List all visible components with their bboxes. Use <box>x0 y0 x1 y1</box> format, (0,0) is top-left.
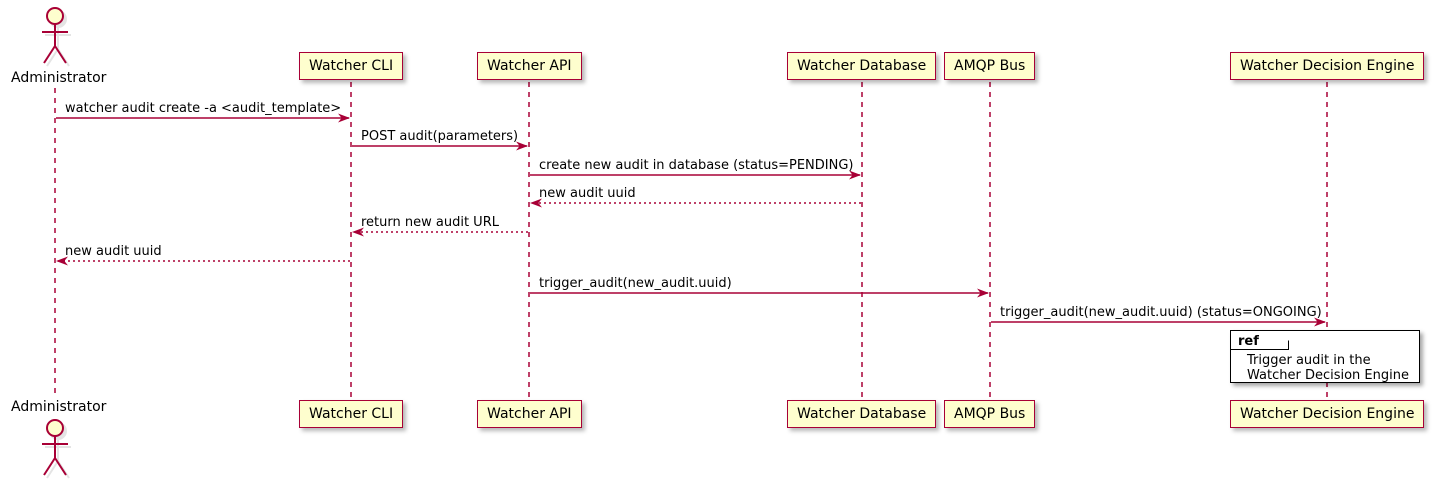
message-label-4: new audit uuid <box>539 186 636 201</box>
participant-box-amqp-bus-top[interactable]: AMQP Bus <box>944 52 1036 80</box>
actor-figure-administrator-top <box>42 7 71 67</box>
ref-body-line-1: Trigger audit in the <box>1247 353 1371 368</box>
participant-box-watcher-database-top[interactable]: Watcher Database <box>787 52 937 80</box>
actor-label-administrator-top: Administrator <box>11 70 107 86</box>
actor-label-administrator-bottom: Administrator <box>11 399 107 415</box>
ref-body-line-2: Watcher Decision Engine <box>1247 368 1409 383</box>
participant-box-watcher-api-top[interactable]: Watcher API <box>477 52 582 80</box>
participant-box-amqp-bus-bottom[interactable]: AMQP Bus <box>944 400 1036 428</box>
message-label-6: new audit uuid <box>65 244 162 259</box>
message-label-7: trigger_audit(new_audit.uuid) <box>539 276 732 291</box>
participant-box-watcher-decision-engine-top[interactable]: Watcher Decision Engine <box>1230 52 1425 80</box>
participant-box-watcher-cli-top[interactable]: Watcher CLI <box>299 52 404 80</box>
actor-figure-administrator-bottom <box>42 419 71 479</box>
message-label-2: POST audit(parameters) <box>361 129 519 144</box>
ref-tab-shape <box>1231 331 1289 350</box>
participant-box-watcher-api-bottom[interactable]: Watcher API <box>477 400 582 428</box>
message-label-1: watcher audit create -a <audit_template> <box>65 101 342 116</box>
message-label-5: return new audit URL <box>361 215 499 230</box>
participant-box-watcher-cli-bottom[interactable]: Watcher CLI <box>299 400 404 428</box>
ref-tab-label: ref <box>1238 334 1259 349</box>
participant-box-watcher-database-bottom[interactable]: Watcher Database <box>787 400 937 428</box>
message-label-8: trigger_audit(new_audit.uuid) (status=ON… <box>1000 305 1322 320</box>
message-label-3: create new audit in database (status=PEN… <box>539 158 854 173</box>
participant-box-watcher-decision-engine-bottom[interactable]: Watcher Decision Engine <box>1230 400 1425 428</box>
